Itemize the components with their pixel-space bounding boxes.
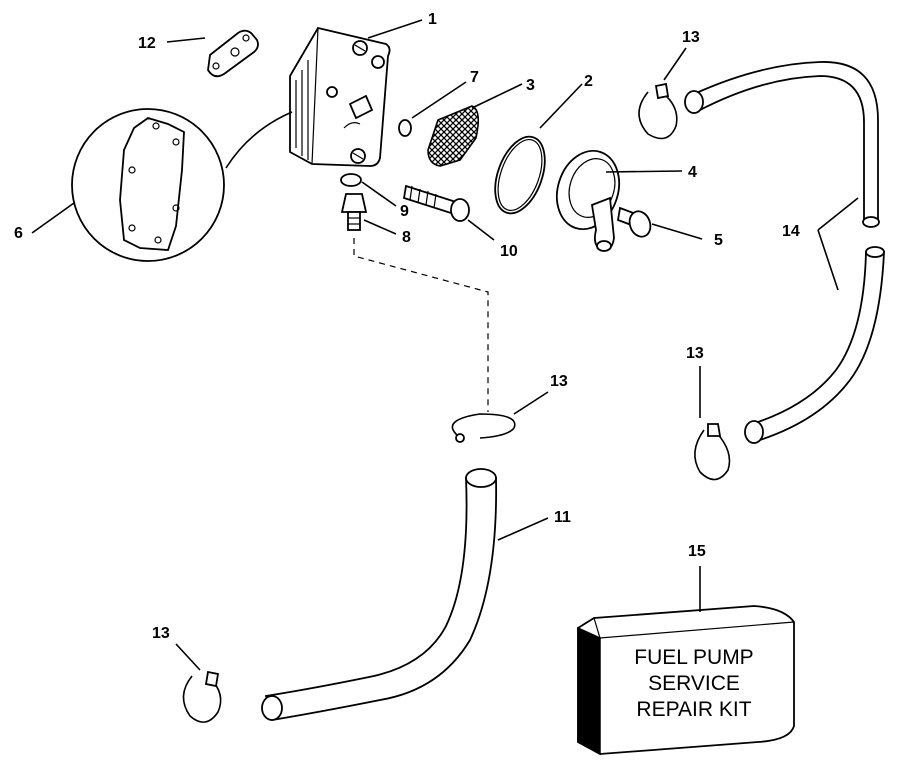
hose-clamp-part-13-bottom (175, 643, 222, 723)
filter-screen-part-3 (427, 83, 523, 167)
kit-label-line-3: REPAIR KIT (636, 698, 751, 721)
callout-13-right: 13 (686, 345, 704, 362)
repair-kit-box-part-15 (577, 566, 795, 756)
fuel-hose-part-11 (261, 468, 549, 722)
callout-13-bottom: 13 (152, 625, 170, 642)
kit-label-line-1: FUEL PUMP (634, 646, 753, 669)
callout-15: 15 (688, 543, 706, 560)
callout-2: 2 (584, 73, 593, 90)
pump-screw-part-10 (402, 184, 495, 241)
callout-13-top: 13 (682, 29, 700, 46)
callout-13-center: 13 (550, 373, 568, 390)
callout-3: 3 (526, 77, 535, 94)
hose-fitting-part-8 (340, 193, 489, 412)
hose-clamp-part-13-top (638, 47, 687, 140)
pump-gasket-part-12 (166, 29, 259, 78)
fuel-hose-part-14 (684, 61, 885, 444)
o-ring-part-7 (398, 81, 467, 137)
hose-clamp-part-13-center (451, 391, 549, 443)
o-ring-part-9 (340, 173, 397, 207)
callout-12: 12 (138, 35, 156, 52)
gasket-detail-part-6 (31, 108, 293, 262)
fuel-pump-body-part-1 (289, 19, 423, 167)
callout-5: 5 (714, 232, 723, 249)
callout-10: 10 (500, 243, 518, 260)
callout-11: 11 (554, 509, 571, 526)
pump-cover-part-4 (556, 149, 683, 252)
kit-label-line-2: SERVICE (648, 672, 740, 695)
callout-7: 7 (470, 69, 479, 86)
callout-14: 14 (782, 223, 800, 240)
cover-screw-part-5 (616, 206, 703, 240)
large-gasket-part-2 (494, 83, 583, 215)
callout-8: 8 (402, 229, 411, 246)
callout-9: 9 (400, 203, 409, 220)
callout-4: 4 (688, 164, 697, 181)
hose-clamp-part-13-right (694, 366, 731, 481)
callout-1: 1 (428, 11, 437, 28)
callout-6: 6 (14, 225, 23, 242)
